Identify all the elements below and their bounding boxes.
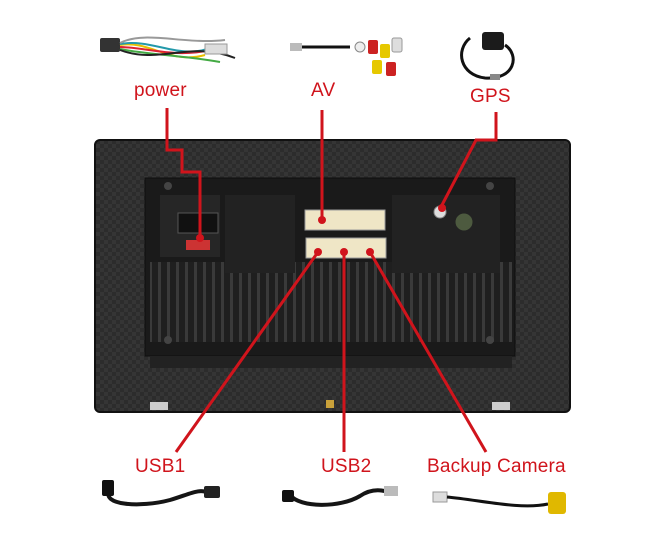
usb2-label: USB2 xyxy=(321,456,372,477)
power-harness-accessory xyxy=(100,36,236,63)
callout-lines xyxy=(165,108,498,453)
usb2-cable-accessory xyxy=(282,486,398,507)
head-unit-back-panel xyxy=(94,139,571,413)
usb1-cable-accessory xyxy=(102,480,220,507)
backup-camera-cable-accessory xyxy=(432,491,566,514)
usb1-label: USB1 xyxy=(135,456,186,477)
gps-antenna-accessory xyxy=(460,32,515,80)
av-label: AV xyxy=(311,80,336,101)
av-cable-accessory xyxy=(290,37,403,76)
power-label: power xyxy=(134,80,187,101)
backup-camera-label: Backup Camera xyxy=(427,456,566,477)
gps-label: GPS xyxy=(470,86,511,107)
